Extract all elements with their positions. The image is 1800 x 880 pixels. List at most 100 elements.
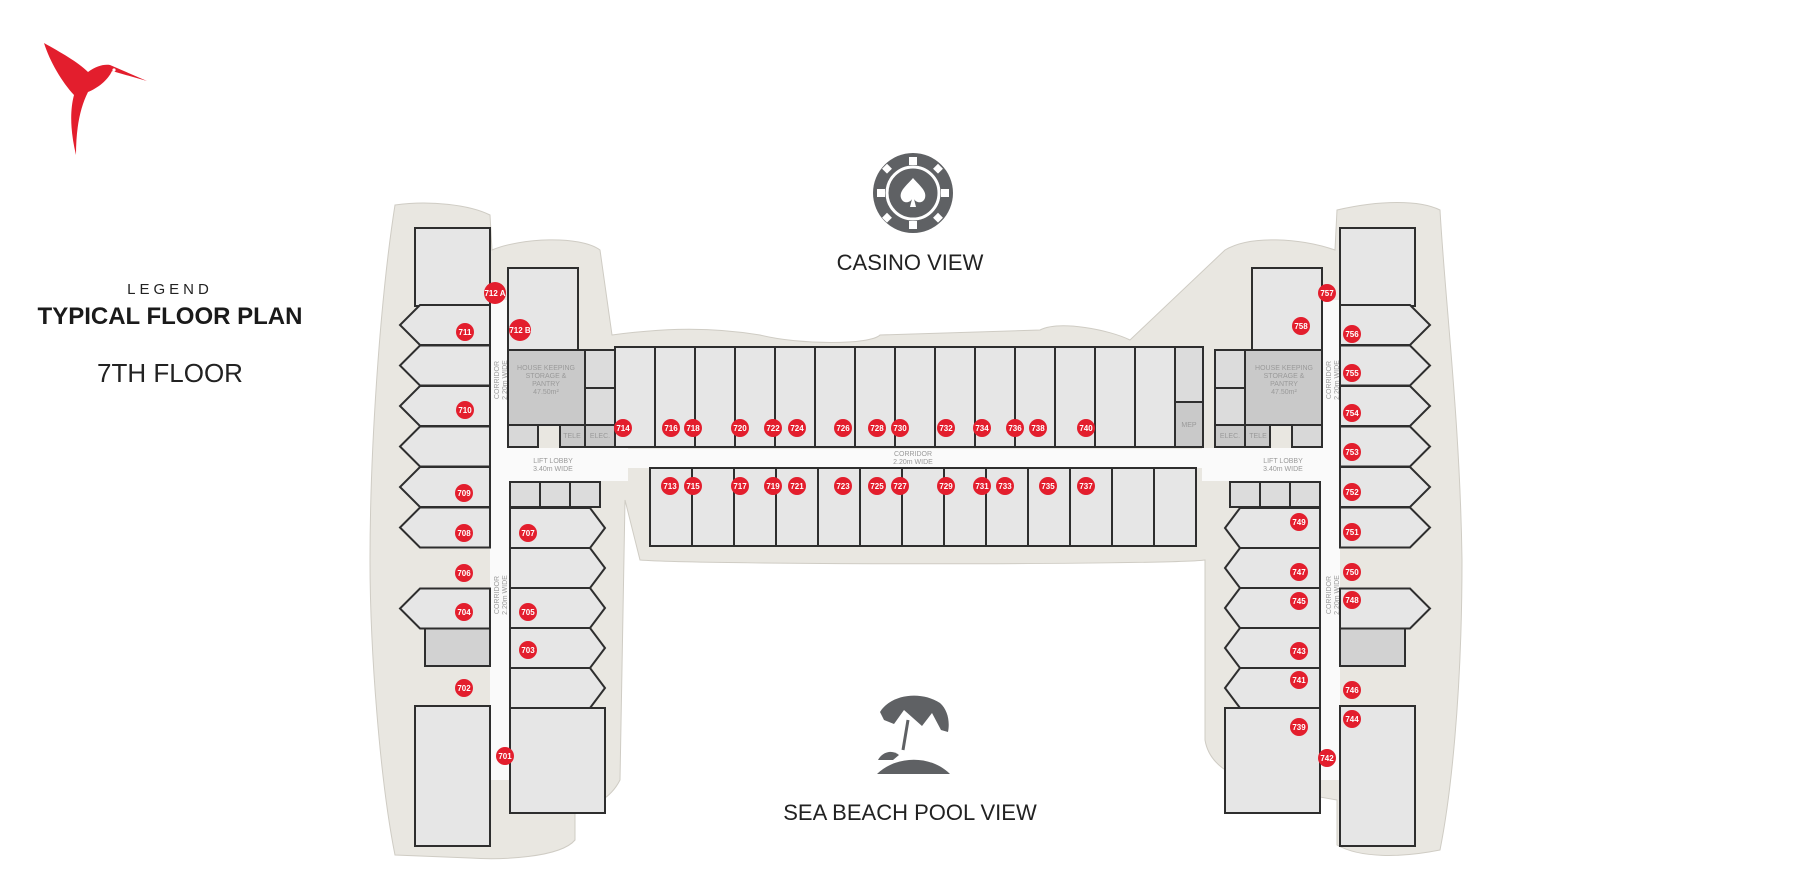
unit-badge[interactable]: 724	[788, 419, 806, 437]
unit-badge[interactable]: 754	[1343, 404, 1361, 422]
housekeeping-label-line: STORAGE &	[1264, 373, 1305, 380]
unit-badge[interactable]: 717	[731, 477, 749, 495]
room	[1339, 385, 1432, 427]
unit-badge[interactable]: 756	[1343, 325, 1361, 343]
unit-badge[interactable]: 720	[731, 419, 749, 437]
unit-badge[interactable]: 722	[764, 419, 782, 437]
unit-badge[interactable]: 704	[455, 603, 473, 621]
unit-badge[interactable]: 715	[684, 477, 702, 495]
unit-badge[interactable]: 739	[1290, 718, 1308, 736]
unit-badge-circle	[614, 419, 632, 437]
mep-label: MEP	[1181, 422, 1197, 429]
unit-number: 749	[1292, 518, 1306, 527]
unit-badge-circle	[1343, 364, 1361, 382]
unit-number: 721	[790, 482, 804, 491]
unit-badge-circle	[1343, 681, 1361, 699]
unit-number: 751	[1345, 528, 1359, 537]
unit-badge[interactable]: 707	[519, 524, 537, 542]
corridor-label-line: CORRIDOR	[494, 576, 501, 614]
lift-shaft	[1289, 481, 1321, 508]
unit-badge[interactable]: 727	[891, 477, 909, 495]
unit-badge[interactable]: 734	[973, 419, 991, 437]
unit-badge-circle	[1077, 419, 1095, 437]
unit-badge[interactable]: 706	[455, 564, 473, 582]
unit-badge-circle	[1343, 710, 1361, 728]
unit-badge[interactable]: 744	[1343, 710, 1361, 728]
unit-badge[interactable]: 752	[1343, 483, 1361, 501]
unit-badge[interactable]: 712 B	[509, 319, 531, 341]
stair-core	[1339, 625, 1406, 667]
elec-label: ELEC.	[1220, 433, 1240, 440]
unit-badge[interactable]: 709	[455, 484, 473, 502]
unit-badge[interactable]: 729	[937, 477, 955, 495]
unit-badge-circle	[456, 323, 474, 341]
elec-label-line: ELEC.	[1220, 433, 1240, 440]
unit-badge[interactable]: 719	[764, 477, 782, 495]
unit-badge[interactable]: 733	[996, 477, 1014, 495]
unit-badge[interactable]: 718	[684, 419, 702, 437]
unit-badge[interactable]: 728	[868, 419, 886, 437]
unit-badge-circle	[455, 484, 473, 502]
unit-badge[interactable]: 735	[1039, 477, 1057, 495]
unit-badge-circle	[1318, 749, 1336, 767]
corridor-label-line: 2.20m WIDE	[502, 575, 509, 615]
unit-badge[interactable]: 745	[1290, 592, 1308, 610]
unit-badge[interactable]: 758	[1292, 317, 1310, 335]
unit-badge[interactable]: 750	[1343, 563, 1361, 581]
mep-room	[1174, 401, 1204, 448]
corridor	[490, 300, 510, 780]
unit-badge[interactable]: 712 A	[484, 282, 506, 304]
unit-badge[interactable]: 748	[1343, 591, 1361, 609]
unit-badge[interactable]: 711	[456, 323, 474, 341]
unit-badge[interactable]: 713	[661, 477, 679, 495]
lift-shaft	[584, 349, 616, 389]
unit-badge[interactable]: 740	[1077, 419, 1095, 437]
unit-badge[interactable]: 708	[455, 524, 473, 542]
unit-badge[interactable]: 726	[834, 419, 852, 437]
unit-badge[interactable]: 755	[1343, 364, 1361, 382]
unit-badge[interactable]: 730	[891, 419, 909, 437]
unit-number: 732	[939, 424, 953, 433]
unit-badge[interactable]: 701	[496, 747, 514, 765]
unit-badge[interactable]: 716	[662, 419, 680, 437]
unit-badge-circle	[684, 419, 702, 437]
unit-badge[interactable]: 721	[788, 477, 806, 495]
unit-badge[interactable]: 705	[519, 603, 537, 621]
unit-badge[interactable]: 725	[868, 477, 886, 495]
unit-badge[interactable]: 731	[973, 477, 991, 495]
unit-badge[interactable]: 743	[1290, 642, 1308, 660]
unit-number: 730	[893, 424, 907, 433]
beach-umbrella-icon	[877, 695, 950, 774]
unit-badge[interactable]: 753	[1343, 443, 1361, 461]
unit-badge-circle	[519, 603, 537, 621]
corridor-label-line: 2.20m WIDE	[893, 459, 933, 466]
unit-badge[interactable]: 714	[614, 419, 632, 437]
unit-badge[interactable]: 751	[1343, 523, 1361, 541]
unit-badge[interactable]: 710	[456, 401, 474, 419]
unit-badge[interactable]: 737	[1077, 477, 1095, 495]
unit-badge-circle	[509, 319, 531, 341]
unit-badge[interactable]: 703	[519, 641, 537, 659]
unit-badge[interactable]: 738	[1029, 419, 1047, 437]
corridor-label-line: CORRIDOR	[494, 361, 501, 399]
unit-number: 746	[1345, 686, 1359, 695]
lift-shaft	[539, 481, 571, 508]
unit-number: 722	[766, 424, 780, 433]
unit-badge-circle	[1006, 419, 1024, 437]
unit-badge[interactable]: 749	[1290, 513, 1308, 531]
unit-badge[interactable]: 747	[1290, 563, 1308, 581]
elec-room	[1214, 424, 1246, 448]
unit-badge[interactable]: 732	[937, 419, 955, 437]
unit-badge[interactable]: 757	[1318, 284, 1336, 302]
unit-badge[interactable]: 742	[1318, 749, 1336, 767]
unit-badge[interactable]: 723	[834, 477, 852, 495]
unit-badge[interactable]: 702	[455, 679, 473, 697]
center-block	[610, 346, 1230, 547]
unit-badge[interactable]: 736	[1006, 419, 1024, 437]
unit-badge[interactable]: 741	[1290, 671, 1308, 689]
unit-badge[interactable]: 746	[1343, 681, 1361, 699]
unit-badge-circle	[1343, 483, 1361, 501]
unit-number: 703	[521, 646, 535, 655]
unit-badge-circle	[937, 477, 955, 495]
